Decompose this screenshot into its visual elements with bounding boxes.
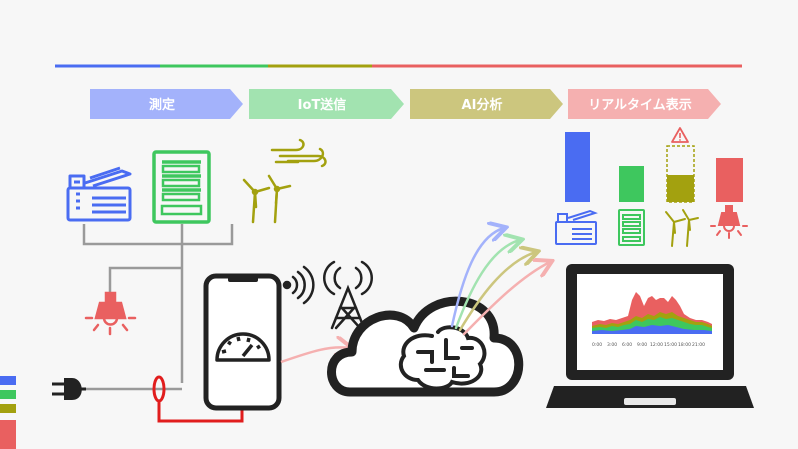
- usage-bar-lamp: [716, 158, 743, 202]
- power-wiring: [82, 224, 234, 391]
- power-plug-icon: [52, 378, 86, 400]
- x-tick-label: 3:00: [607, 342, 617, 348]
- step-measure: 測定: [90, 89, 243, 119]
- x-tick-label: 9:00: [637, 342, 647, 348]
- usage-level-bars: [565, 127, 743, 203]
- wind-turbine-icon: [242, 138, 327, 224]
- small-printer-icon: [555, 209, 598, 245]
- step-iot-send: IoT送信: [249, 89, 404, 119]
- data-flow-arrow: [280, 347, 350, 364]
- step-ai-analysis: AI分析: [410, 89, 563, 119]
- gauge-icon: [215, 332, 271, 362]
- side-color-legend: [0, 376, 16, 449]
- chart-x-axis: 0:00 3:00 6:00 9:00 12:00 15:00 18:00 21…: [592, 342, 705, 348]
- energy-area-chart: 0:00 3:00 6:00 9:00 12:00 15:00 18:00 21…: [589, 284, 713, 349]
- x-tick-label: 15:00: [664, 342, 677, 348]
- small-vending-machine-icon: [618, 209, 645, 246]
- x-tick-label: 0:00: [592, 342, 602, 348]
- usage-bar-vending-machine: [619, 166, 644, 202]
- wireless-signal-icon: [282, 265, 315, 305]
- step-realtime-display-label: リアルタイム表示: [588, 97, 692, 113]
- step-iot-send-label: IoT送信: [298, 97, 347, 113]
- smartphone-icon: [203, 273, 282, 411]
- printer-icon: [66, 166, 132, 222]
- antenna-tower-icon: [323, 260, 373, 330]
- x-tick-label: 18:00: [678, 342, 691, 348]
- x-tick-label: 12:00: [650, 342, 663, 348]
- area-series-printer: [592, 325, 712, 334]
- brain-icon: [398, 325, 487, 391]
- small-wind-turbine-icon: [665, 209, 699, 247]
- warning-icon: [671, 127, 689, 143]
- usage-bar-printer: [565, 132, 590, 202]
- step-realtime-display: リアルタイム表示: [568, 89, 721, 119]
- step-ai-analysis-label: AI分析: [462, 97, 503, 113]
- current-sensor-icon: [152, 375, 244, 423]
- analysis-output-arrows: [450, 228, 550, 336]
- x-tick-label: 21:00: [692, 342, 705, 348]
- x-tick-label: 6:00: [622, 342, 632, 348]
- cloud-ai-icon: [327, 296, 524, 397]
- step-measure-label: 測定: [149, 97, 175, 113]
- vending-machine-icon: [152, 150, 211, 224]
- ceiling-lamp-icon: [84, 291, 137, 336]
- small-ceiling-lamp-icon: [710, 205, 748, 239]
- usage-bar-wind-turbine: [667, 175, 694, 202]
